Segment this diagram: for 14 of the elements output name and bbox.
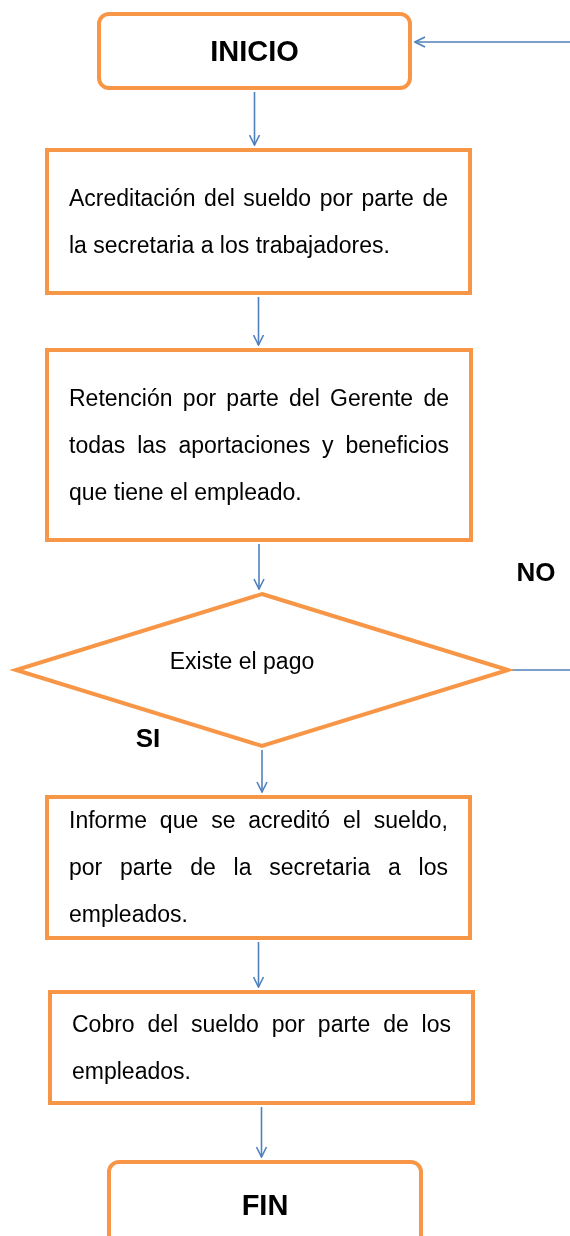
arrow	[248, 91, 261, 146]
process-box: Retención por parte del Gerente de todas las aportaciones y beneficios que tiene el empleado.	[45, 348, 473, 542]
process-box: Acreditación del sueldo por parte de la secretaria a los trabajadores.	[45, 148, 472, 295]
arrow	[256, 749, 268, 793]
process-box: Informe que se acreditó el sueldo, por parte de la secretaria a los empleados.	[45, 795, 472, 940]
decision-text: Existe el pago	[169, 647, 315, 675]
arrow	[414, 36, 570, 48]
arrow	[252, 941, 265, 988]
terminal-box: INICIO	[97, 12, 412, 90]
process-box: Cobro del sueldo por parte de los empleados.	[48, 990, 475, 1105]
arrow	[252, 296, 265, 346]
arrow	[253, 543, 265, 590]
arrow	[255, 1106, 268, 1158]
terminal-box: FIN	[107, 1160, 423, 1236]
